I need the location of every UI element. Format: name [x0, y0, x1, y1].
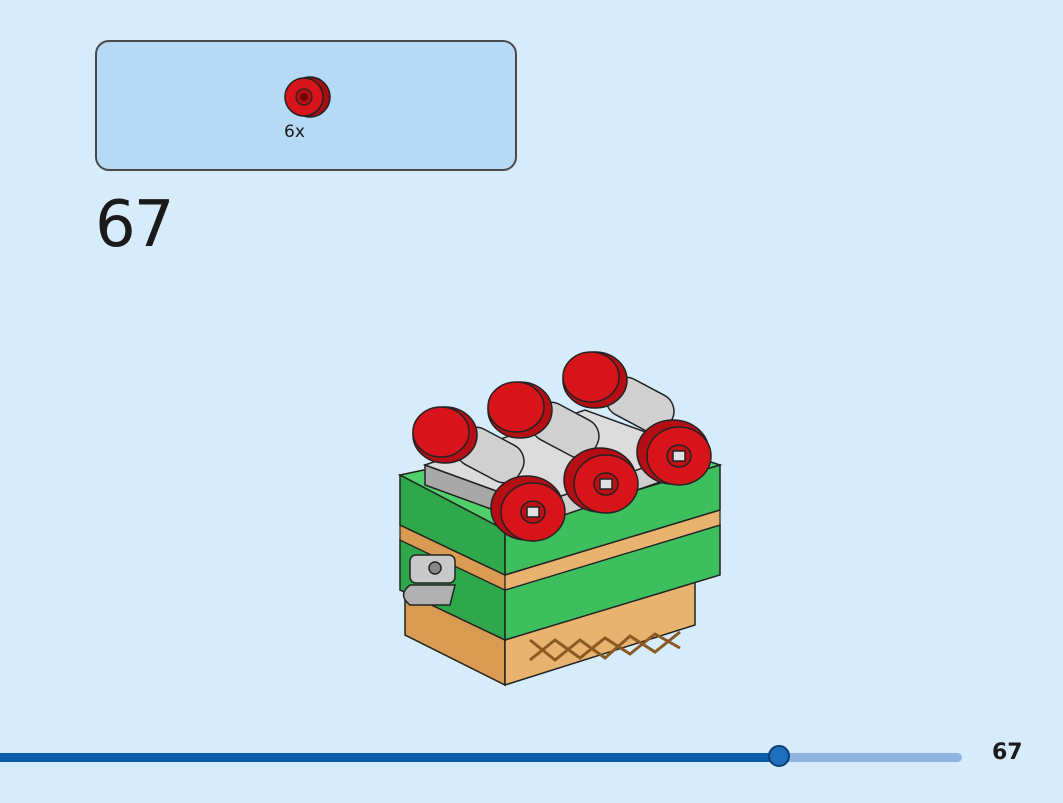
red-wheel-icon: [284, 76, 331, 118]
progress-bar-knob: [768, 745, 791, 767]
build-model-illustration: [397, 351, 723, 687]
part-quantity: 6x: [284, 122, 305, 142]
progress-bar-track: [0, 753, 962, 762]
parts-list-item: [282, 72, 336, 142]
step-number: 67: [95, 188, 174, 262]
gray-clip: [402, 554, 456, 606]
progress-bar-fill: [0, 753, 780, 762]
page-number: 67: [992, 740, 1023, 765]
